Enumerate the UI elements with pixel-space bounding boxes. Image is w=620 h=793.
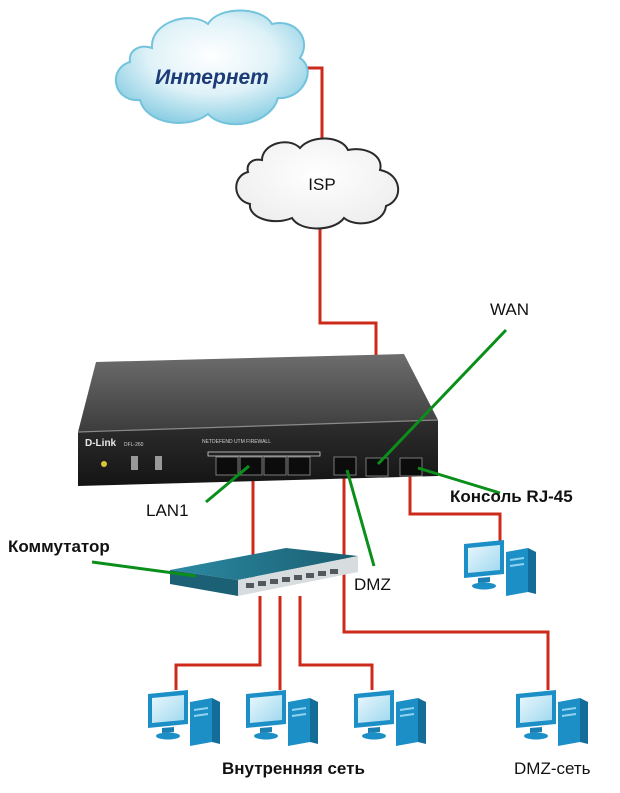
router-panel-text: NETDEFEND UTM FIREWALL: [202, 439, 271, 445]
router-brand: D-Link: [85, 438, 117, 449]
pointer-wan: [376, 328, 508, 466]
wan-label: WAN: [490, 300, 529, 319]
computer-icon: [147, 689, 221, 747]
cable-dmz-dmznet: [342, 475, 550, 690]
switch-label: Коммутатор: [8, 537, 110, 556]
power-led-icon: [101, 461, 107, 467]
isp-label: ISP: [308, 175, 335, 194]
internet-cloud-icon: Интернет: [114, 9, 309, 126]
router-model: DFL-260: [124, 442, 144, 448]
dmz-network-label: DMZ-сеть: [514, 759, 591, 778]
computer-icon: [353, 689, 427, 747]
internet-label: Интернет: [155, 66, 269, 89]
computer-icon: [245, 689, 319, 747]
dmz-port: [333, 456, 357, 476]
pointer-console: [417, 466, 501, 495]
console-port: [399, 457, 423, 477]
router-icon: D-Link DFL-260 NETDEFEND UTM FIREWALL: [77, 354, 439, 486]
console-label: Консоль RJ-45: [450, 487, 573, 506]
dmz-label: DMZ: [354, 575, 391, 594]
isp-cloud-icon: ISP: [235, 137, 400, 230]
lan1-label: LAN1: [146, 501, 189, 520]
internal-network-label: Внутренняя сеть: [222, 759, 365, 778]
pointer-dmz: [345, 469, 376, 567]
cable-switch-pc1: [174, 596, 262, 690]
pointer-lan1: [205, 464, 250, 504]
switch-icon: [170, 548, 358, 596]
cable-console-pc: [408, 475, 502, 552]
pointer-lines: [91, 328, 508, 578]
usb-port-icon: [155, 456, 162, 470]
computer-icon: [463, 539, 537, 597]
usb-port-icon: [131, 456, 138, 470]
cable-switch-pc3: [298, 596, 374, 690]
wan-port: [365, 457, 389, 477]
computer-icon: [515, 689, 589, 747]
pointer-switch: [91, 560, 197, 578]
